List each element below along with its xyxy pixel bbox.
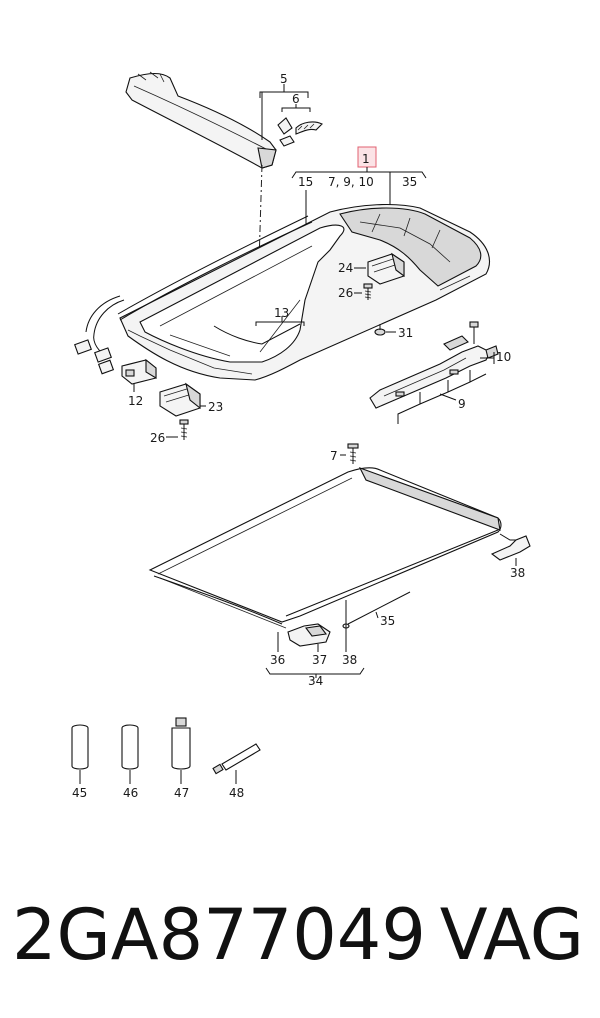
callout-38b: 38: [342, 653, 357, 667]
callout-24: 24: [338, 261, 353, 275]
callout-7: 7: [330, 449, 338, 463]
control-unit-12-part: [121, 358, 157, 385]
callout-10: 10: [496, 350, 511, 364]
nut-31: [374, 324, 386, 336]
bracket-38a: [490, 533, 531, 561]
assembly-axis-line: [255, 164, 263, 361]
callout-15: 15: [298, 175, 313, 189]
parts-diagram: 5 6 1 15 7, 9, 10 35: [71, 71, 531, 800]
callout-12: 12: [128, 394, 143, 408]
cable-35: [347, 591, 411, 625]
lubricant-bottle-47: [171, 717, 191, 784]
callout-48: 48: [229, 786, 244, 800]
mechanism-9-part: [369, 321, 499, 409]
callout-10-bracket: [480, 352, 495, 364]
part-number: 2GA877049: [12, 894, 426, 976]
motor-24-part: [367, 252, 405, 285]
motor-23-part: [159, 382, 201, 417]
grease-tube-46: [121, 724, 139, 784]
callout-1-bracket: [291, 167, 427, 179]
callout-34: 34: [308, 674, 323, 688]
callout-26b: 26: [150, 431, 165, 445]
footer: 2GA877049 VAG: [0, 880, 600, 990]
paste-tube-48: [212, 743, 261, 784]
guide-37-part: [287, 623, 331, 647]
wire-harness-part: [74, 295, 125, 375]
brand-label: VAG: [439, 894, 584, 976]
grease-tube-45: [71, 724, 89, 784]
sunroof-frame-part: [119, 203, 490, 381]
callout-7-9-10: 7, 9, 10: [328, 175, 374, 189]
screw-26a: [363, 283, 373, 300]
callout-5-bracket: [259, 84, 309, 140]
callout-5: 5: [280, 72, 288, 86]
callout-9: 9: [458, 397, 466, 411]
callout-47: 47: [174, 786, 189, 800]
wind-deflector-part: [125, 71, 277, 169]
callout-23: 23: [208, 400, 223, 414]
callout-38a: 38: [510, 566, 525, 580]
callout-37: 37: [312, 653, 327, 667]
sunshade-part: [148, 467, 502, 629]
callout-36: 36: [270, 653, 285, 667]
rail-15: [119, 221, 313, 321]
callout-6: 6: [292, 92, 300, 106]
callout-13-bracket: [255, 316, 305, 326]
callout-34-bracket: [265, 600, 365, 678]
deflector-clip-parts: [277, 117, 323, 147]
callout-1: 1: [362, 152, 370, 166]
callout-9-bracket: [397, 370, 487, 424]
callout-6-bracket: [281, 104, 311, 112]
callout-46: 46: [123, 786, 138, 800]
screw-26b: [179, 419, 189, 440]
callout-26a: 26: [338, 286, 353, 300]
screw-7: [347, 443, 359, 464]
callout-35a: 35: [402, 175, 417, 189]
rail-15-edge: [117, 215, 309, 315]
callout-35b: 35: [380, 614, 395, 628]
callout-31: 31: [398, 326, 413, 340]
callout-13: 13: [274, 306, 289, 320]
callout-45: 45: [72, 786, 87, 800]
